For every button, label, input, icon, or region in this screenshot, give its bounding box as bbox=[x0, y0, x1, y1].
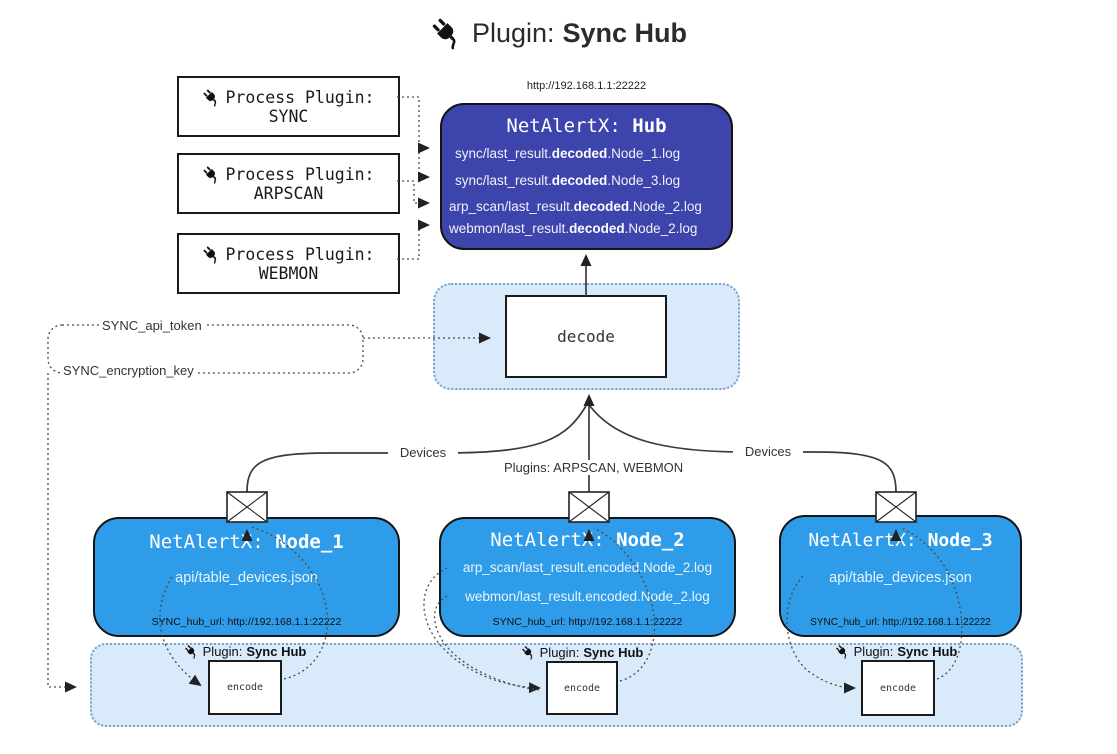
process-plugin-label: Process Plugin: bbox=[225, 87, 375, 107]
edge-label-devices-left: Devices bbox=[388, 445, 458, 460]
node-file-line: webmon/last_result.encoded.Node_2.log bbox=[465, 589, 710, 604]
node-file-line: api/table_devices.json bbox=[175, 570, 318, 586]
node-box-node3: NetAlertX: Node_3 api/table_devices.json… bbox=[779, 515, 1022, 637]
plug-icon bbox=[202, 245, 221, 264]
setting-label-encryption-key: SYNC_encryption_key bbox=[60, 363, 197, 378]
hub-file-line: sync/last_result.decoded.Node_1.log bbox=[455, 146, 681, 161]
hub-title-name: Hub bbox=[632, 115, 667, 137]
node-hub-url: SYNC_hub_url: http://192.168.1.1:22222 bbox=[151, 616, 342, 628]
title-name: Sync Hub bbox=[562, 17, 688, 48]
encode-box: encode bbox=[208, 660, 282, 715]
plug-icon bbox=[521, 645, 536, 660]
encode-plugin-label: Plugin:Sync Hub bbox=[835, 644, 957, 659]
plug-icon bbox=[835, 644, 850, 659]
process-plugin-name: ARPSCAN bbox=[253, 183, 324, 203]
node-title: NetAlertX: Node_1 bbox=[149, 531, 344, 553]
edge-label-plugins: Plugins: ARPSCAN, WEBMON bbox=[501, 460, 683, 475]
encode-box: encode bbox=[861, 660, 935, 716]
node-file-line: api/table_devices.json bbox=[829, 570, 972, 586]
hub-title: NetAlertX: Hub bbox=[442, 115, 731, 137]
node-file-line: arp_scan/last_result.encoded.Node_2.log bbox=[462, 560, 713, 575]
hub-title-prefix: NetAlertX: bbox=[506, 115, 621, 137]
process-plugin-name: SYNC bbox=[268, 106, 309, 126]
node-title: NetAlertX: Node_2 bbox=[490, 529, 685, 551]
encode-box: encode bbox=[546, 661, 618, 715]
hub-file-line: arp_scan/last_result.decoded.Node_2.log bbox=[449, 199, 702, 214]
plug-icon bbox=[202, 165, 221, 184]
hub-file-line: sync/last_result.decoded.Node_3.log bbox=[455, 173, 681, 188]
node-hub-url: SYNC_hub_url: http://192.168.1.1:22222 bbox=[492, 616, 683, 628]
node-title: NetAlertX: Node_3 bbox=[808, 530, 993, 551]
decode-box: decode bbox=[505, 295, 667, 378]
hub-url-label: http://192.168.1.1:22222 bbox=[526, 80, 647, 92]
node-hub-url: SYNC_hub_url: http://192.168.1.1:22222 bbox=[810, 617, 991, 628]
plug-icon bbox=[184, 644, 199, 659]
process-plugin-label: Process Plugin: bbox=[225, 164, 375, 184]
setting-label-api-token: SYNC_api_token bbox=[99, 318, 205, 333]
title-prefix: Plugin: bbox=[471, 17, 555, 48]
edge-label-devices-right: Devices bbox=[733, 444, 803, 459]
process-plugin-label: Process Plugin: bbox=[225, 244, 375, 264]
process-plugin-box-sync: Process Plugin: SYNC bbox=[177, 76, 400, 137]
process-plugin-box-webmon: Process Plugin: WEBMON bbox=[177, 233, 400, 294]
encode-plugin-label: Plugin:Sync Hub bbox=[184, 644, 306, 659]
plug-icon bbox=[202, 88, 221, 107]
process-plugin-box-arpscan: Process Plugin: ARPSCAN bbox=[177, 153, 400, 214]
page-title: Plugin: Sync Hub bbox=[0, 16, 1117, 50]
node-box-node2: NetAlertX: Node_2 arp_scan/last_result.e… bbox=[439, 517, 736, 637]
process-plugin-name: WEBMON bbox=[258, 263, 319, 283]
hub-node: NetAlertX: Hub sync/last_result.decoded.… bbox=[440, 103, 733, 250]
encode-plugin-label: Plugin:Sync Hub bbox=[521, 645, 643, 660]
hub-file-line: webmon/last_result.decoded.Node_2.log bbox=[449, 221, 698, 236]
plug-icon bbox=[430, 16, 464, 50]
node-box-node1: NetAlertX: Node_1 api/table_devices.json… bbox=[93, 517, 400, 637]
